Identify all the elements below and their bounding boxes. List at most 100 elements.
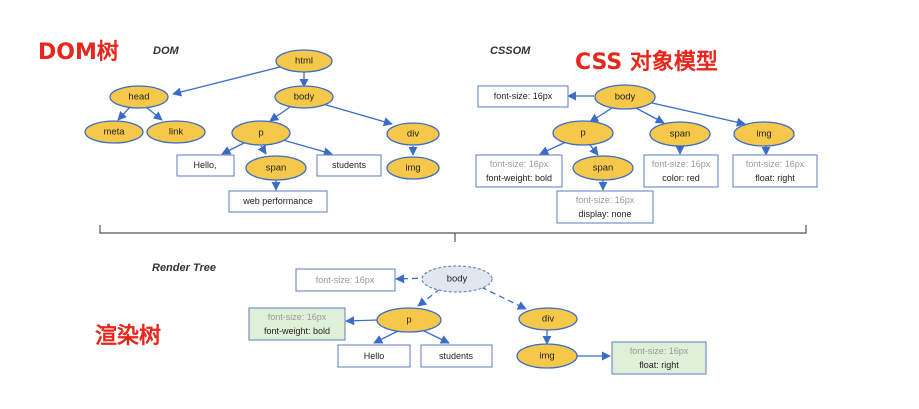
render-node-img-rule-line2: float: right: [639, 360, 679, 370]
dom-label: DOM: [153, 45, 179, 57]
cssom-node-span-rule-line2: color: red: [662, 173, 700, 183]
edge-p-hello: [221, 141, 247, 155]
cssom-node-img-rule: font-size: 16px float: right: [732, 154, 818, 188]
cssom-node-span: span: [649, 121, 711, 147]
dom-node-div-label: div: [407, 129, 419, 140]
edge-render-p-rule: [345, 316, 379, 326]
cssom-node-span-rule-shape: [643, 154, 719, 188]
cssom-node-img-rule-shape: [732, 154, 818, 188]
dom-node-span: span: [245, 155, 307, 181]
cssom-node-img-rule-line2: float: right: [755, 173, 795, 183]
render-node-p-label: p: [406, 315, 411, 326]
edge-html-head: [172, 66, 281, 97]
edge-render-p-students: [421, 329, 450, 344]
dom-tree-heading: DOM树: [38, 40, 119, 65]
dom-node-hello-label: Hello,: [193, 160, 216, 170]
render-node-p-rule-shape: [248, 307, 346, 341]
render-node-p-rule: font-size: 16px font-weight: bold: [248, 307, 346, 341]
dom-node-div: div: [386, 122, 440, 146]
dom-node-div-shape: [386, 122, 440, 146]
cssom-node-body-rule-shape: [477, 85, 569, 108]
dom-node-html: html: [275, 49, 333, 73]
dom-node-html-shape: [275, 49, 333, 73]
edge-head-meta: [117, 106, 131, 121]
render-tree-label: Render Tree: [152, 262, 216, 274]
dom-node-hello-shape: [176, 154, 235, 177]
edge-cssom-p-span: [589, 144, 599, 156]
dom-node-body: body: [274, 85, 334, 109]
edge-body-div: [322, 103, 393, 127]
render-node-div: div: [518, 307, 578, 331]
cssom-node-span-rule-line1: font-size: 16px: [652, 159, 711, 169]
render-node-students: students: [420, 344, 493, 368]
render-node-img-label: img: [539, 351, 554, 362]
cssom-node-body-label: body: [615, 92, 636, 103]
render-node-p: p: [376, 307, 442, 333]
cssom-node-p-label: p: [580, 128, 585, 139]
render-node-img-rule-line1: font-size: 16px: [630, 346, 689, 356]
render-node-img: img: [516, 343, 578, 369]
cssom-node-span-label: span: [670, 129, 691, 140]
cssom-node-body: body: [594, 84, 656, 110]
render-node-students-label: students: [439, 351, 474, 361]
edge-head-link: [145, 106, 163, 121]
cssom-node-span2-shape: [572, 155, 634, 181]
dom-node-head-shape: [109, 85, 169, 109]
render-node-img-rule: font-size: 16px float: right: [611, 341, 707, 375]
cssom-node-img-rule-line1: font-size: 16px: [746, 159, 805, 169]
render-node-body-shape: [421, 265, 493, 293]
cssom-heading: CSS 对象模型: [575, 50, 718, 75]
dom-node-web-performance-shape: [228, 190, 328, 213]
cssom-node-p-rule-line1: font-size: 16px: [490, 159, 549, 169]
render-node-body-label: body: [447, 274, 468, 285]
render-node-p-rule-line2: font-weight: bold: [264, 326, 330, 336]
render-node-body-rule-label: font-size: 16px: [316, 275, 375, 285]
cssom-node-img: img: [733, 121, 795, 147]
dom-edges: [117, 66, 418, 191]
dom-node-students-shape: [316, 154, 382, 177]
render-node-body-rule-shape: [295, 268, 396, 292]
cssom-node-body-rule: font-size: 16px: [477, 85, 569, 108]
render-node-students-shape: [420, 344, 493, 368]
edge-cssom-body-span: [635, 107, 665, 124]
dom-node-body-label: body: [294, 92, 315, 103]
cssom-node-span2-rule: font-size: 16px display: none: [556, 190, 654, 224]
dom-node-span-label: span: [266, 163, 287, 174]
render-node-img-rule-shape: [611, 341, 707, 375]
cssom-node-span2-rule-shape: [556, 190, 654, 224]
edge-cssom-p-rule: [539, 141, 567, 155]
cssom-node-span-rule: font-size: 16px color: red: [643, 154, 719, 188]
render-node-hello-label: Hello: [364, 351, 385, 361]
dom-node-head-label: head: [128, 92, 149, 103]
dom-node-students-label: students: [332, 160, 367, 170]
render-node-hello-shape: [337, 344, 411, 368]
dom-node-web-performance-label: web performance: [242, 196, 313, 206]
edge-render-body-div: [480, 286, 527, 310]
cssom-node-body-shape: [594, 84, 656, 110]
render-node-body-rule: font-size: 16px: [295, 268, 396, 292]
dom-node-link-shape: [146, 120, 206, 144]
edge-cssom-body-img: [651, 102, 746, 127]
dom-node-link-label: link: [169, 127, 184, 138]
dom-node-body-shape: [274, 85, 334, 109]
render-node-img-shape: [516, 343, 578, 369]
cssom-edges: [539, 91, 771, 191]
edge-render-p-hello: [373, 330, 399, 344]
dom-node-img: img: [386, 156, 440, 180]
cssom-node-span2-rule-line1: font-size: 16px: [576, 195, 635, 205]
cssom-node-span2-label: span: [593, 163, 614, 174]
cssom-node-img-label: img: [756, 129, 771, 140]
render-node-p-shape: [376, 307, 442, 333]
cssom-node-p-shape: [552, 120, 614, 146]
dom-node-span-shape: [245, 155, 307, 181]
cssom-node-p: p: [552, 120, 614, 146]
dom-node-hello: Hello,: [176, 154, 235, 177]
render-node-div-shape: [518, 307, 578, 331]
cssom-node-span2-rule-line2: display: none: [578, 209, 631, 219]
dom-node-p-label: p: [258, 128, 263, 139]
render-node-p-rule-line1: font-size: 16px: [268, 312, 327, 322]
dom-node-meta: meta: [84, 120, 144, 144]
cssom-node-p-rule: font-size: 16px font-weight: bold: [475, 154, 563, 188]
edge-render-body-p: [417, 288, 441, 307]
